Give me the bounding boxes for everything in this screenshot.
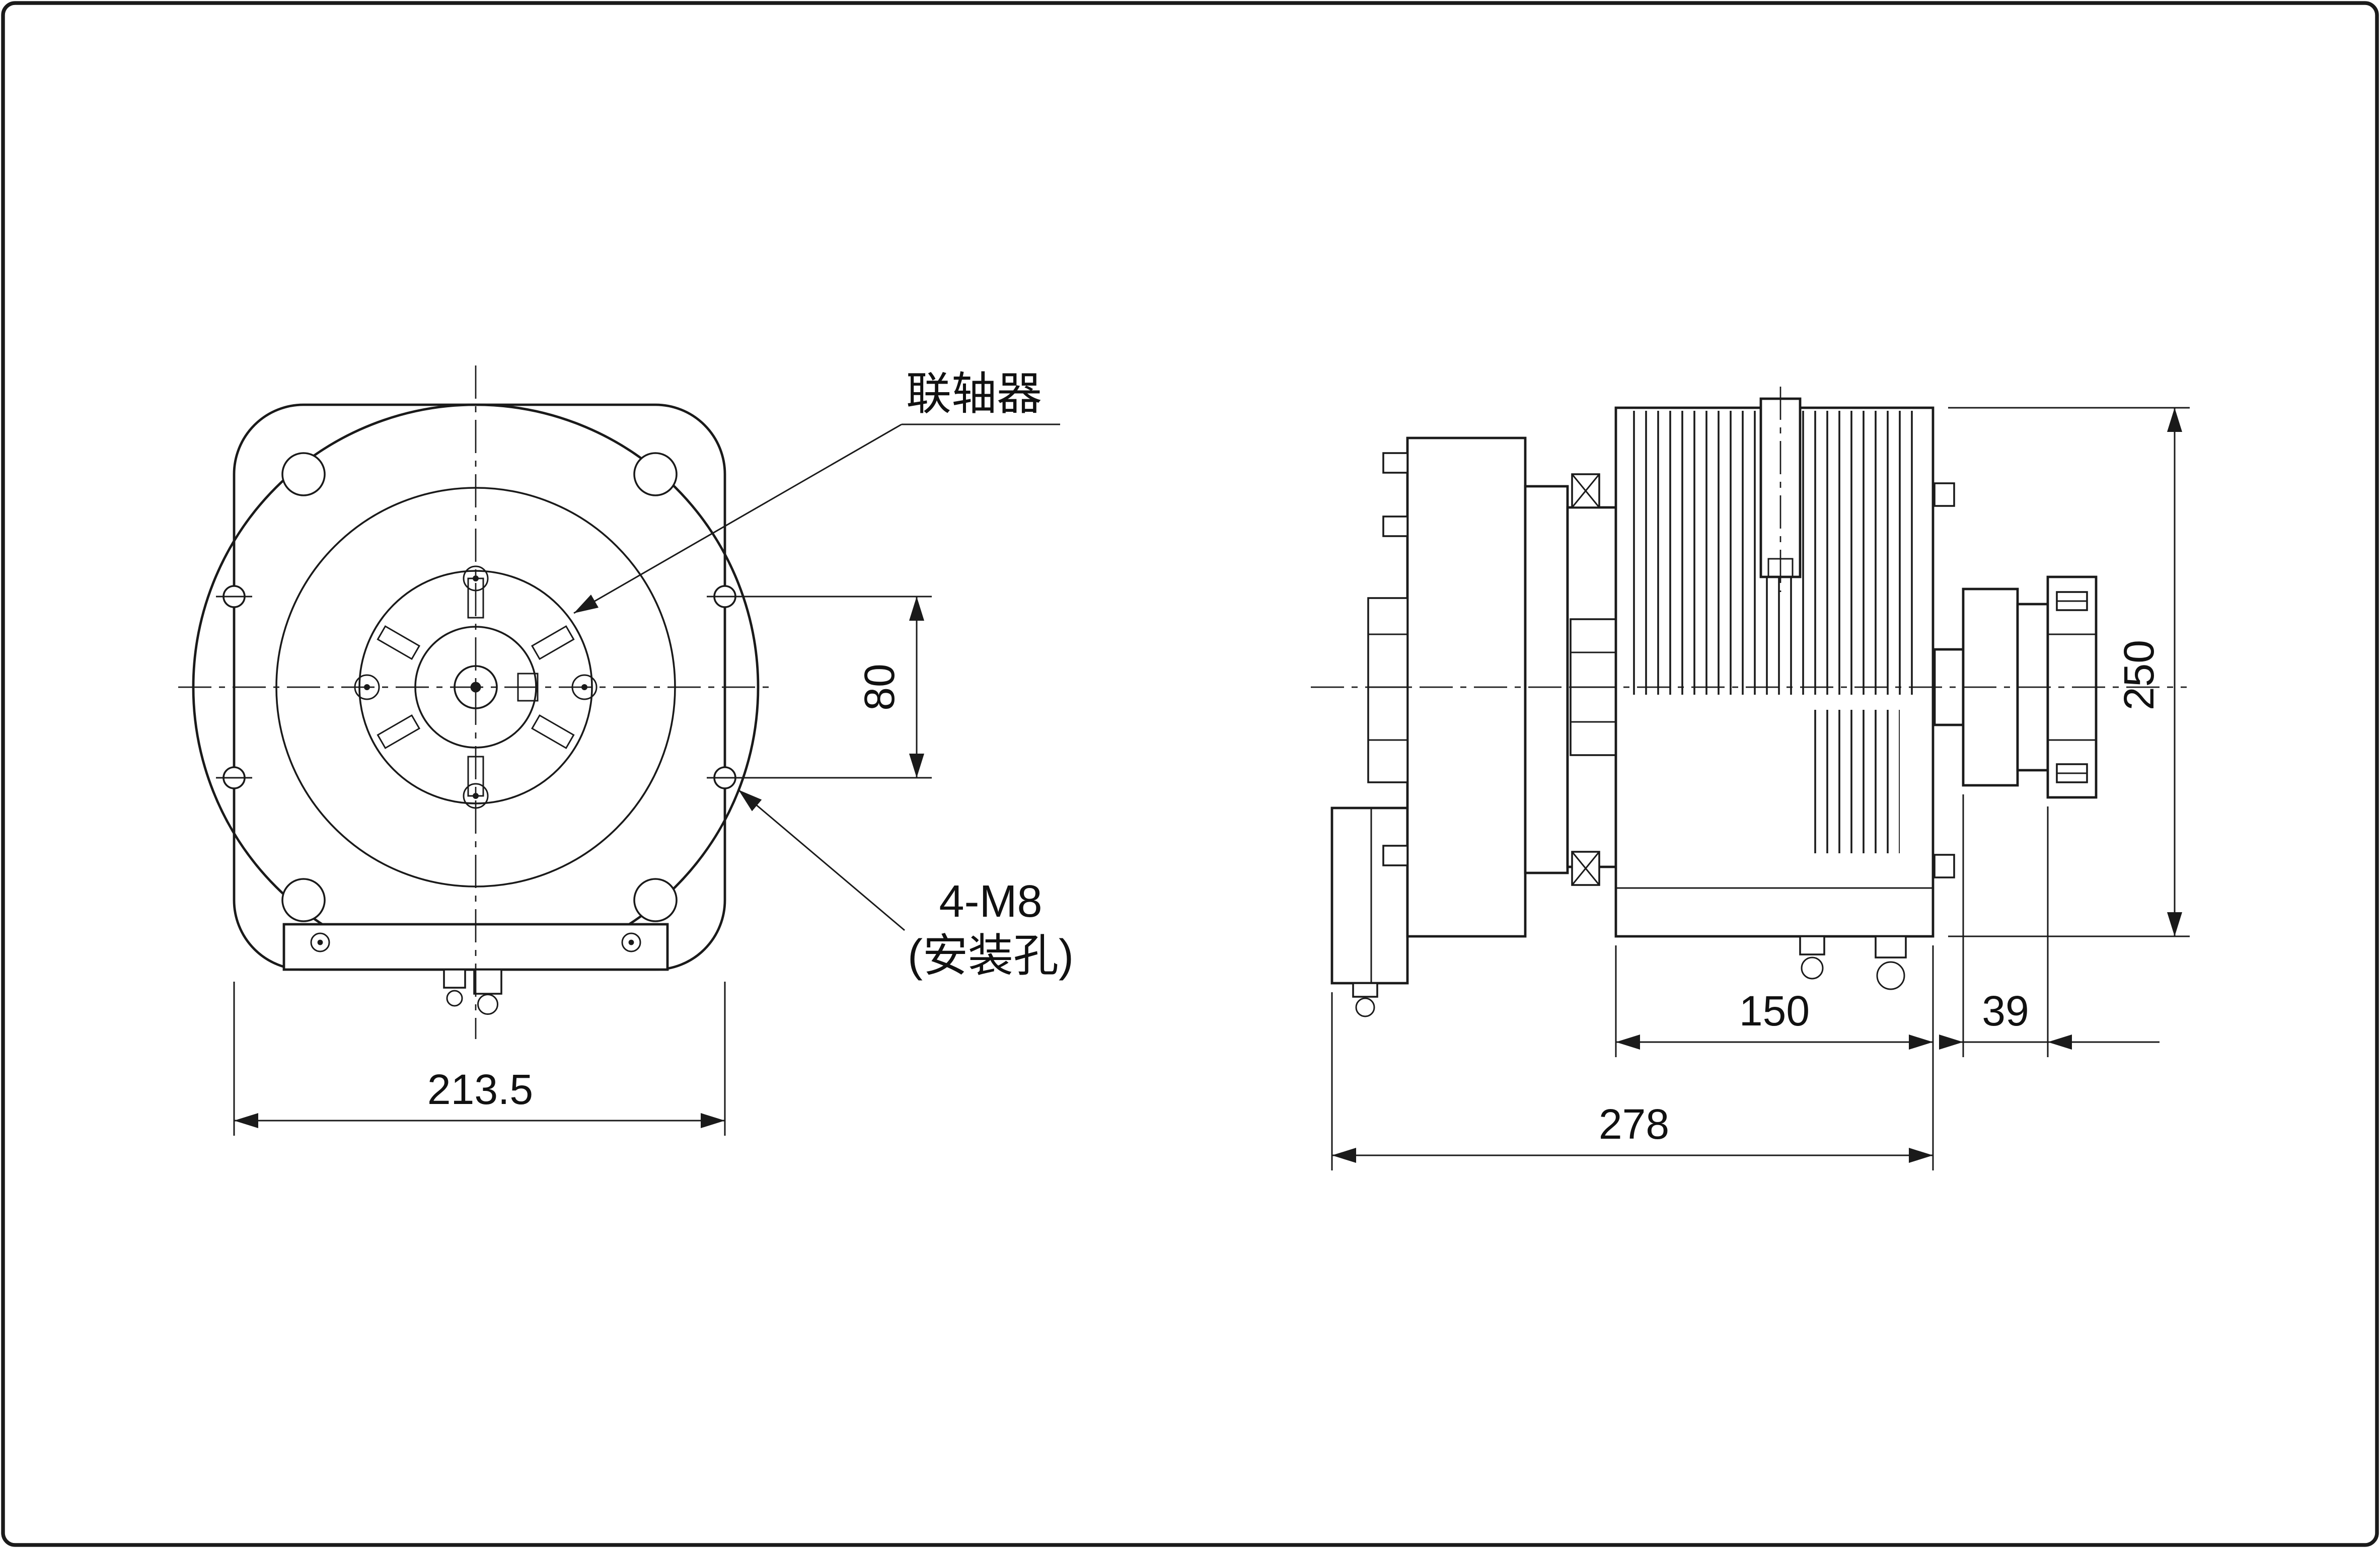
leader-line [573,423,902,614]
coupling-slots [377,577,575,797]
cable-gland [1355,997,1375,1017]
coupling-label-group: 联轴器 [573,369,1060,614]
dimension-body-length: 150 [1615,945,1934,1170]
mounting-holes-label-group: 4-M8 (安装孔) [738,789,1074,981]
dimension-coupling-length: 39 [1939,794,2160,1057]
body-bolt [1933,854,1955,878]
mounting-holes-label-line2: (安装孔) [908,931,1074,981]
dimension-value: 39 [1982,987,2029,1035]
dimension-value: 150 [1739,987,1810,1035]
coupling-label: 联轴器 [906,369,1042,419]
dimension-overall-length: 278 [1331,992,1933,1170]
cooling-fins-lower [1809,710,1900,853]
dimension-value: 250 [2115,640,2163,710]
mounting-holes-label-line1: 4-M8 [939,876,1042,927]
dimension-value: 278 [1599,1100,1669,1148]
cable-gland [443,969,466,989]
m8-mounting-holes [216,585,743,789]
leader-line [738,789,905,931]
front-view [178,365,773,1039]
flange-junction-strip [1367,597,1408,783]
rear-coupling [1933,575,2098,799]
coupling-housing [1524,473,1617,886]
flange-corner-holes [281,452,678,922]
body-bolt [1933,482,1955,507]
lifting-lug [1759,387,1802,592]
flange-bolts [1382,452,1408,866]
bottom-cable-glands [1799,935,1907,990]
dimension-value: 80 [856,664,903,710]
dimension-overall-height: 250 [1948,407,2190,937]
dimension-hole-spacing: 80 [738,596,932,779]
mounting-bracket [1330,806,1409,985]
dimension-flange-width: 213.5 [233,982,726,1136]
cable-gland [1352,982,1378,998]
dimension-value: 213.5 [427,1066,533,1113]
cable-gland [473,969,502,995]
side-view [1311,387,2187,1017]
